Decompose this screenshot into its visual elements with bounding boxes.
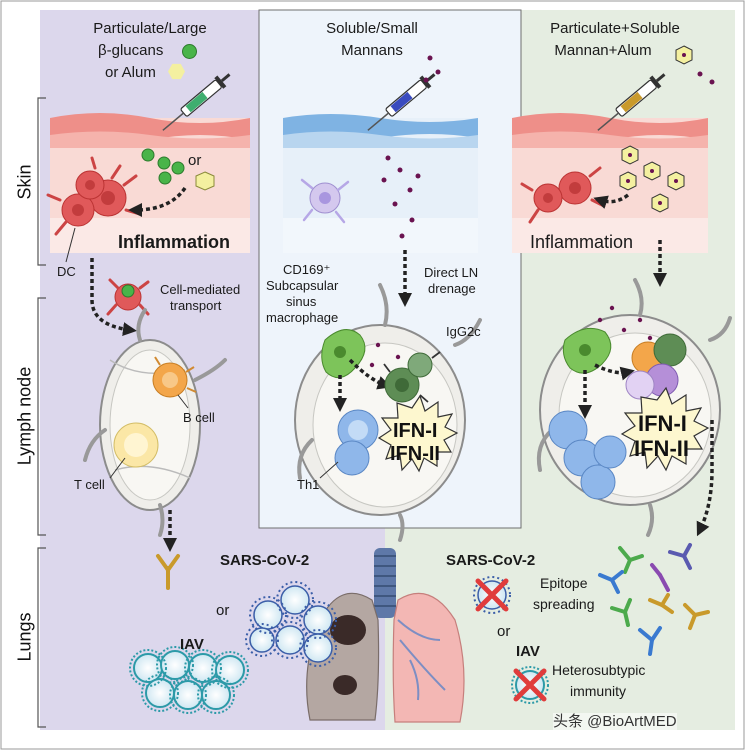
antibodies-right-icon [598, 543, 710, 656]
skin-middle [283, 55, 478, 253]
igg2c-label: IgG2c [446, 324, 481, 339]
middle-header-line2: Mannans [341, 42, 403, 59]
left-header-line3: or Alum [105, 64, 156, 81]
left-inflammation-label: Inflammation [118, 232, 231, 252]
cell-mediated-line2: transport [170, 298, 222, 313]
blocked-iav-icon [511, 666, 549, 704]
blocked-sars-icon [473, 576, 511, 614]
lymph-node-middle [294, 250, 482, 542]
skin-right [512, 45, 715, 253]
cd169-line2: Subcapsular [266, 278, 339, 293]
hetero-line1: Heterosubtypic [552, 662, 646, 678]
right-inflammation-label: Inflammation [530, 232, 634, 252]
ifn-middle-line2: IFN-II [390, 443, 440, 465]
right-or-label: or [497, 623, 511, 640]
lymph-node-left [83, 258, 227, 552]
lymph-node-right [536, 240, 732, 537]
b-cell-label: B cell [183, 410, 215, 425]
mannan-alum-particles [619, 45, 715, 213]
ifn-burst-right [620, 386, 710, 472]
left-header-line2: β-glucans [98, 42, 164, 59]
ifn-right-line2: IFN-II [634, 436, 689, 461]
left-iav-label: IAV [180, 636, 204, 653]
skin-left [46, 73, 250, 263]
cd169-line3: sinus [286, 294, 317, 309]
skin-or-text: or [188, 152, 202, 169]
row-label-lungs: Lungs [14, 612, 35, 662]
cd169-line1: CD169⁺ [283, 262, 331, 277]
dc-label: DC [57, 264, 76, 279]
left-sars-label: SARS-CoV-2 [220, 552, 310, 569]
ifn-right-line1: IFN-I [638, 411, 687, 436]
ifn-middle-line1: IFN-I [393, 420, 438, 442]
right-header-line2: Mannan+Alum [554, 42, 652, 59]
left-or-label: or [216, 602, 230, 619]
beta-glucan-icon [182, 44, 197, 59]
epitope-line2: spreading [533, 596, 595, 612]
iav-left [133, 650, 245, 710]
ifn-burst-middle [377, 394, 459, 473]
cell-mediated-line1: Cell-mediated [160, 282, 241, 297]
direct-ln-line1: Direct LN [424, 265, 479, 280]
resident-macrophage-icon [300, 178, 350, 224]
lungs [129, 543, 710, 723]
row-label-lymph-node: Lymph node [14, 366, 35, 466]
alum-hexagon-icon [168, 63, 185, 80]
row-label-skin: Skin [14, 164, 35, 200]
sars-cov2-left [249, 585, 333, 663]
row-brackets [37, 97, 46, 728]
cd169-line4: macrophage [266, 310, 339, 325]
watermark: 头条 @BioArtMED [553, 713, 677, 731]
t-cell-label: T cell [74, 477, 105, 492]
th1-label: Th1 [297, 477, 320, 492]
right-header-line1: Particulate+Soluble [550, 20, 680, 37]
hetero-line2: immunity [570, 683, 627, 699]
right-iav-label: IAV [516, 643, 540, 660]
epitope-line1: Epitope [540, 575, 588, 591]
direct-ln-line2: drenage [428, 281, 476, 296]
middle-header-line1: Soluble/Small [326, 20, 418, 37]
antibody-left-icon [156, 554, 180, 590]
right-sars-label: SARS-CoV-2 [446, 552, 536, 569]
left-header-line1: Particulate/Large [93, 20, 207, 37]
